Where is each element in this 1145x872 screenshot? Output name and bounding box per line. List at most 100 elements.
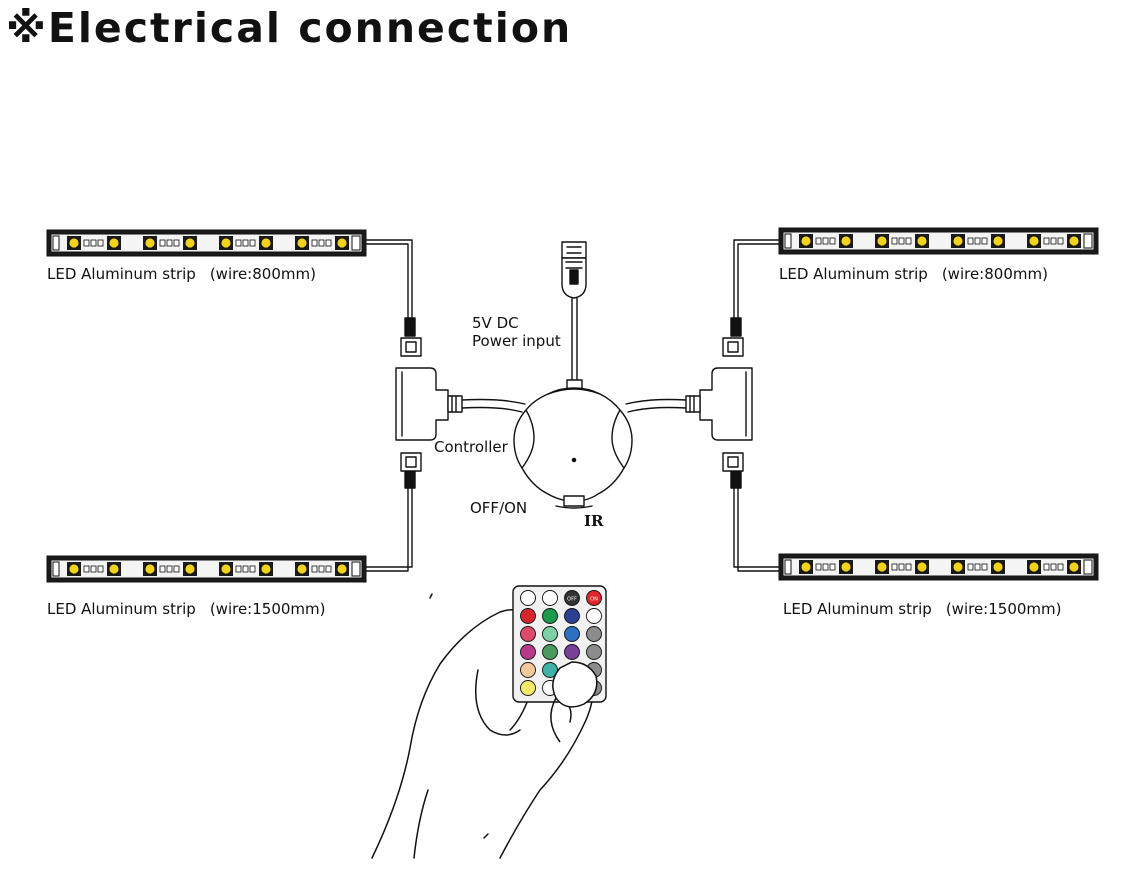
remote-button[interactable]	[586, 590, 602, 606]
resistor	[235, 565, 242, 573]
remote-off-text: OFF	[567, 597, 577, 603]
resistor	[249, 565, 256, 573]
thumb	[552, 661, 598, 708]
strip-label-bottom-left: LED Aluminum strip(wire:1500mm)	[47, 600, 326, 618]
usb-plug-icon	[561, 241, 587, 299]
socket-bottom-right	[722, 452, 744, 472]
remote-button[interactable]	[542, 590, 558, 606]
remote-button[interactable]	[520, 644, 536, 660]
plug-bottom-left	[404, 469, 416, 489]
page-title: ※Electrical connection	[6, 4, 573, 52]
power-voltage: 5V DC	[472, 314, 519, 332]
remote-button[interactable]	[586, 608, 602, 624]
ir-label: IR	[584, 512, 604, 530]
remote-button[interactable]	[564, 626, 580, 642]
resistor	[311, 565, 318, 573]
led-strip-top-left	[46, 229, 367, 257]
remote-button[interactable]	[564, 608, 580, 624]
wire-bottom-right	[733, 487, 781, 572]
socket-bottom-left	[400, 452, 422, 472]
remote-button[interactable]	[542, 608, 558, 624]
controller-hub	[513, 387, 633, 509]
resistor	[325, 239, 332, 247]
power-input-text: Power input	[472, 332, 561, 350]
resistor	[815, 563, 822, 571]
power-input-label: 5V DC Power input	[472, 314, 561, 350]
cable-left	[461, 398, 526, 405]
resistor	[829, 237, 836, 245]
resistor	[318, 565, 325, 573]
wire-bottom-left	[365, 487, 413, 572]
led-strip-bottom-left	[46, 555, 367, 583]
socket-top-right	[722, 337, 744, 357]
resistor	[891, 237, 898, 245]
remote-button[interactable]	[586, 626, 602, 642]
resistor	[159, 565, 166, 573]
resistor	[815, 237, 822, 245]
resistor	[898, 563, 905, 571]
resistor	[90, 239, 97, 247]
strip-wire-length: (wire:1500mm)	[945, 600, 1062, 618]
resistor	[898, 237, 905, 245]
resistor	[97, 239, 104, 247]
splitter-left	[395, 367, 463, 441]
resistor	[173, 565, 180, 573]
resistor	[173, 239, 180, 247]
remote-button[interactable]	[586, 644, 602, 660]
plug-bottom-right	[730, 469, 742, 489]
remote-control-layer: OFF ON	[512, 585, 607, 743]
remote-button[interactable]	[520, 662, 536, 678]
ir-remote: OFF ON	[512, 585, 607, 743]
remote-button[interactable]	[564, 590, 580, 606]
remote-button[interactable]	[542, 626, 558, 642]
resistor	[242, 239, 249, 247]
strip-label-bottom-right: LED Aluminum strip(wire:1500mm)	[783, 600, 1062, 618]
strip-label-top-left: LED Aluminum strip (wire:800mm)	[47, 265, 316, 283]
resistor	[318, 239, 325, 247]
led-strip-bottom-right	[778, 553, 1099, 581]
remote-button[interactable]	[564, 644, 580, 660]
resistor	[981, 563, 988, 571]
strip-wire-length: (wire:800mm)	[941, 265, 1048, 283]
plug-top-right	[730, 317, 742, 337]
resistor	[974, 563, 981, 571]
resistor	[967, 563, 974, 571]
strip-wire-length: (wire:800mm)	[209, 265, 316, 283]
resistor	[83, 239, 90, 247]
plug-top-left	[404, 317, 416, 337]
resistor	[159, 239, 166, 247]
strip-label-top-right: LED Aluminum strip(wire:800mm)	[779, 265, 1048, 283]
resistor	[829, 563, 836, 571]
resistor	[981, 237, 988, 245]
led-strips-layer	[46, 227, 1099, 583]
led-strip-top-right	[778, 227, 1099, 255]
socket-top-left	[400, 337, 422, 357]
resistor	[1050, 563, 1057, 571]
resistor	[235, 239, 242, 247]
resistor	[967, 237, 974, 245]
resistor	[974, 237, 981, 245]
resistor	[311, 239, 318, 247]
resistor	[1057, 237, 1064, 245]
resistor	[83, 565, 90, 573]
remote-on-text: ON	[590, 597, 598, 603]
resistor	[249, 239, 256, 247]
remote-button[interactable]	[520, 626, 536, 642]
resistor	[905, 563, 912, 571]
remote-button[interactable]	[520, 608, 536, 624]
remote-button[interactable]	[542, 644, 558, 660]
strip-name: LED Aluminum strip	[47, 265, 196, 283]
resistor	[1057, 563, 1064, 571]
resistor	[242, 565, 249, 573]
resistor	[1043, 237, 1050, 245]
resistor	[822, 237, 829, 245]
resistor	[166, 565, 173, 573]
resistor	[822, 563, 829, 571]
cable-right	[625, 398, 687, 405]
resistor	[891, 563, 898, 571]
remote-button[interactable]	[520, 680, 536, 696]
resistor	[166, 239, 173, 247]
remote-button[interactable]	[520, 590, 536, 606]
resistor	[905, 237, 912, 245]
